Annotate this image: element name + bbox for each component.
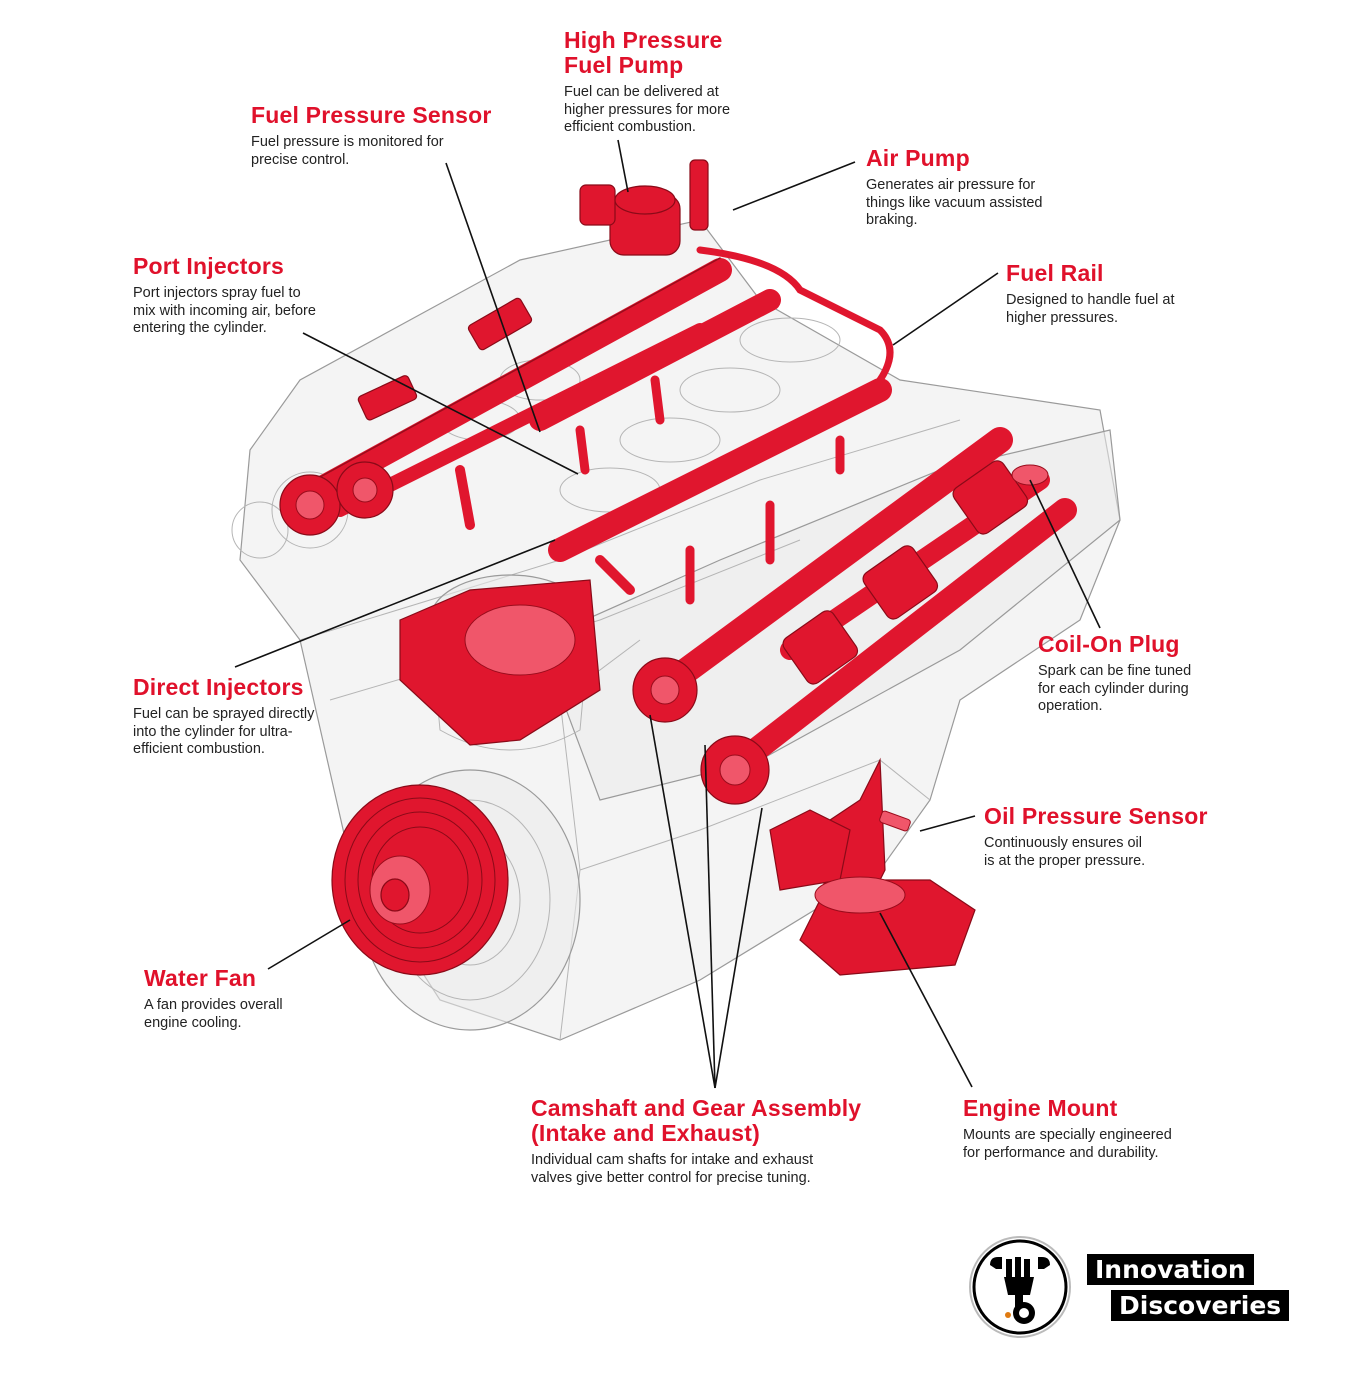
callout-title: Camshaft and Gear Assembly (Intake and E… xyxy=(531,1095,862,1146)
callout-engine-mount: Engine Mount Mounts are specially engine… xyxy=(963,1096,1172,1162)
callout-description: Spark can be fine tuned for each cylinde… xyxy=(1038,663,1192,714)
red-components xyxy=(279,159,1077,976)
callout-air-pump: Air Pump Generates air pressure for thin… xyxy=(866,146,1043,230)
callout-title: Fuel Rail xyxy=(1006,260,1104,286)
callout-coil-on-plug: Coil-On Plug Spark can be fine tuned for… xyxy=(1038,632,1191,716)
callout-title: Port Injectors xyxy=(133,253,285,279)
callout-description: A fan provides overall engine cooling. xyxy=(144,997,283,1031)
brand-name-line2: Discoveries xyxy=(1111,1290,1290,1321)
callout-title: Water Fan xyxy=(144,965,257,991)
callout-port-injectors: Port Injectors Port injectors spray fuel… xyxy=(133,254,316,338)
callout-description: Designed to handle fuel at higher pressu… xyxy=(1006,292,1175,326)
callout-water-fan: Water Fan A fan provides overall engine … xyxy=(144,966,283,1032)
callout-title: Engine Mount xyxy=(963,1095,1118,1121)
callout-title: High Pressure Fuel Pump xyxy=(564,27,723,78)
callout-title: Direct Injectors xyxy=(133,674,304,700)
callout-title: Coil-On Plug xyxy=(1038,631,1180,657)
callout-description: Individual cam shafts for intake and exh… xyxy=(531,1152,814,1186)
callout-title: Oil Pressure Sensor xyxy=(984,803,1208,829)
callout-title: Air Pump xyxy=(866,145,970,171)
callout-camshaft-gear-assembly: Camshaft and Gear Assembly (Intake and E… xyxy=(531,1096,861,1187)
water-fan-graphic xyxy=(331,784,509,976)
callout-description: Port injectors spray fuel to mix with in… xyxy=(133,285,316,336)
callout-direct-injectors: Direct Injectors Fuel can be sprayed dir… xyxy=(133,675,314,759)
brand-logo xyxy=(968,1235,1072,1339)
leader-lines xyxy=(234,139,1101,1089)
callout-description: Fuel can be sprayed directly into the cy… xyxy=(133,706,315,757)
callout-fuel-pressure-sensor: Fuel Pressure Sensor Fuel pressure is mo… xyxy=(251,103,492,169)
mechanic-gear-emblem-icon xyxy=(969,1236,1071,1338)
callout-title: Fuel Pressure Sensor xyxy=(251,102,492,128)
callout-fuel-rail: Fuel Rail Designed to handle fuel at hig… xyxy=(1006,261,1175,327)
callout-description: Fuel can be delivered at higher pressure… xyxy=(564,84,731,135)
callout-description: Generates air pressure for things like v… xyxy=(866,177,1043,228)
callout-oil-pressure-sensor: Oil Pressure Sensor Continuously ensures… xyxy=(984,804,1208,870)
callout-high-pressure-fuel-pump: High Pressure Fuel Pump Fuel can be deli… xyxy=(564,28,730,137)
brand-name-line1: Innovation xyxy=(1087,1254,1254,1285)
callout-description: Continuously ensures oil is at the prope… xyxy=(984,835,1146,869)
callout-description: Mounts are specially engineered for perf… xyxy=(963,1127,1172,1161)
callout-description: Fuel pressure is monitored for precise c… xyxy=(251,134,444,168)
